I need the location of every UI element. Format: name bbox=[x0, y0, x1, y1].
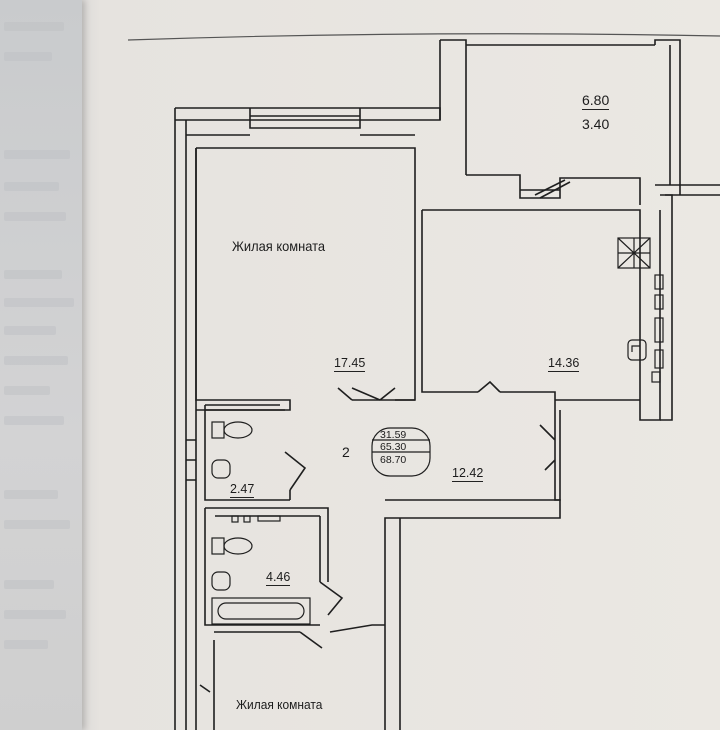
bath-walls bbox=[204, 507, 329, 626]
apartment-summary-box bbox=[371, 427, 431, 477]
bath-toilet bbox=[211, 537, 253, 555]
bath-door bbox=[319, 581, 344, 616]
bath-sink bbox=[211, 571, 231, 591]
wc-toilet bbox=[211, 421, 253, 439]
hall-bottom-wall bbox=[384, 499, 561, 730]
bath-vent-marks bbox=[231, 515, 281, 523]
kitchen-stove bbox=[617, 237, 651, 269]
living-room-1-door bbox=[337, 387, 415, 401]
wc-sink bbox=[211, 459, 231, 479]
outer-wall-left bbox=[174, 108, 187, 730]
window-top bbox=[249, 108, 361, 129]
living-room-1-walls bbox=[195, 147, 416, 411]
hall-right-walls bbox=[539, 410, 561, 501]
kitchen-area: 14.36 bbox=[548, 356, 580, 372]
living-room-1-area: 17.45 bbox=[334, 356, 366, 372]
balcony-frame-right bbox=[639, 184, 720, 205]
total-area-value: 65.30 bbox=[380, 441, 407, 453]
balcony-door bbox=[534, 179, 571, 199]
living-area-value: 31.59 bbox=[380, 429, 407, 441]
page-top-border bbox=[127, 33, 720, 41]
total-with-balcony-value: 68.70 bbox=[380, 454, 407, 466]
lower-corridor bbox=[214, 624, 385, 649]
kitchen-walls bbox=[421, 209, 661, 421]
apartment-rooms-count: 2 bbox=[342, 444, 350, 460]
living-room-1-name: Жилая комната bbox=[232, 238, 326, 254]
wc-area: 2.47 bbox=[230, 482, 255, 498]
kitchen-vent-shaft bbox=[660, 194, 673, 421]
hall-area: 12.42 bbox=[452, 466, 484, 482]
kitchen-counter-marks bbox=[651, 274, 664, 383]
kitchen-sink bbox=[627, 339, 647, 361]
balcony-area: 6.80 bbox=[582, 92, 610, 110]
wc-walls bbox=[204, 404, 291, 501]
living-room-2-name: Жилая комната bbox=[236, 697, 323, 712]
bath-area: 4.46 bbox=[266, 570, 291, 586]
balcony-area-reduced: 3.40 bbox=[582, 116, 610, 132]
adjacent-page bbox=[0, 0, 82, 730]
outer-wall-top bbox=[175, 107, 441, 121]
wc-door bbox=[284, 451, 307, 491]
balcony-walls bbox=[439, 39, 681, 195]
kitchen-door bbox=[477, 380, 501, 393]
bathtub bbox=[211, 597, 311, 625]
left-wall-ticks bbox=[186, 439, 211, 693]
